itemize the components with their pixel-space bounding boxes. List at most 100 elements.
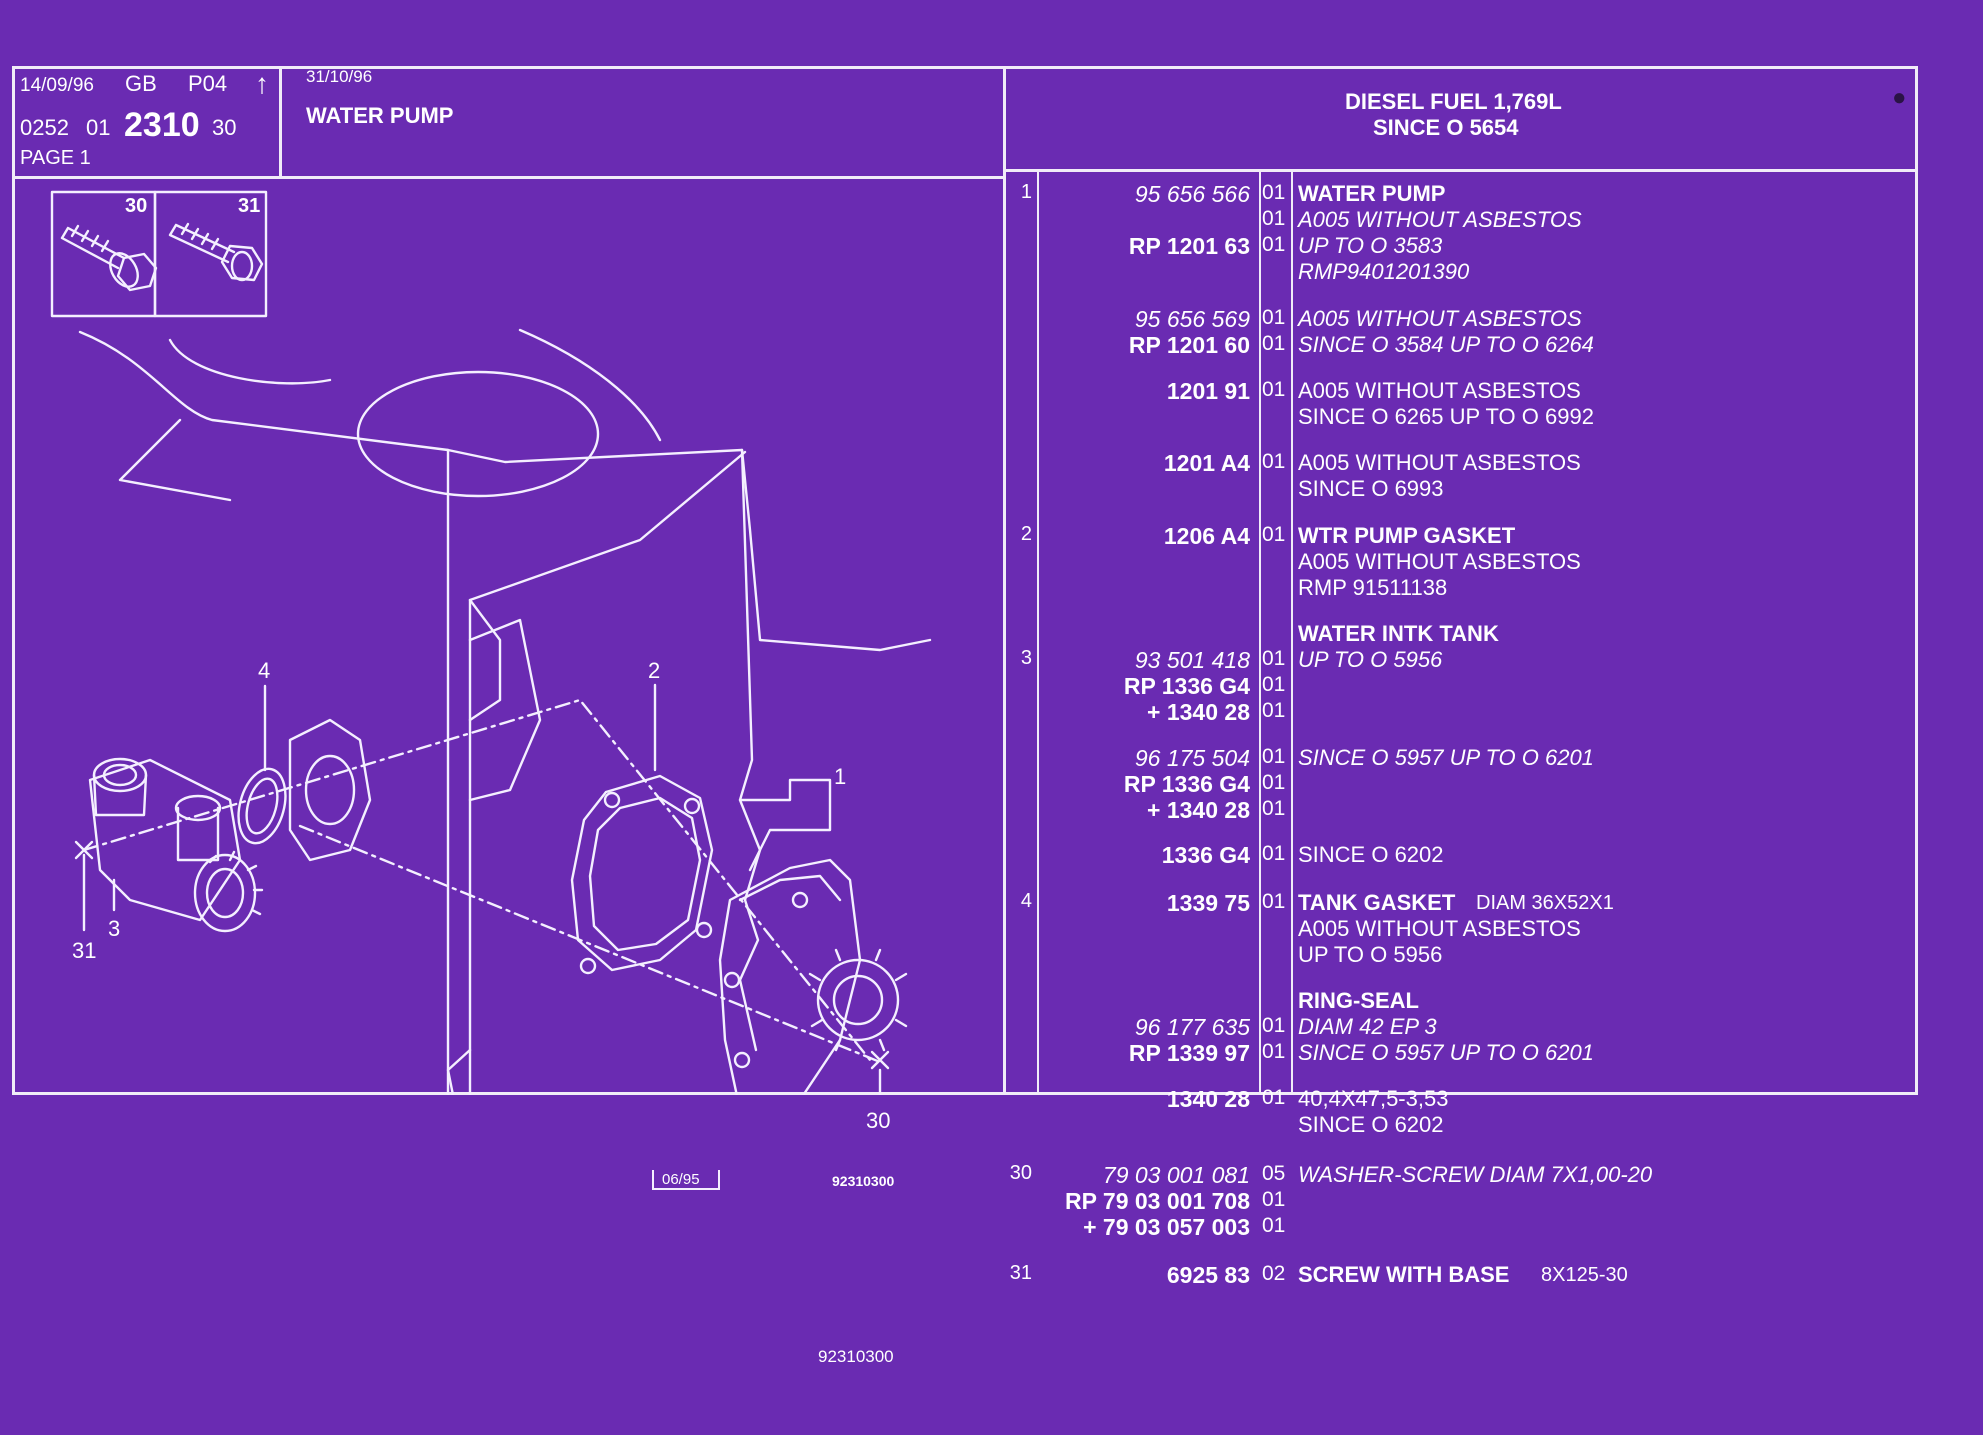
table-row: WATER INTK TANK	[0, 621, 1983, 647]
quantity: 01	[1262, 745, 1286, 768]
frame-bottom	[12, 1092, 1918, 1095]
quantity: 01	[1262, 181, 1286, 204]
part-description: SINCE O 5957 UP TO O 6201	[1298, 745, 1594, 770]
table-row: 01 A005 WITHOUT ASBESTOS	[0, 207, 1983, 233]
part-dimension: 8X125-30	[1541, 1264, 1628, 1286]
header-split	[279, 66, 282, 178]
part-description: WATER INTK TANK	[1298, 621, 1499, 646]
table-row: SINCE O 6202	[0, 1112, 1983, 1138]
date-stamp: 06/95	[662, 1171, 700, 1188]
header-ref-b: 01	[86, 115, 111, 140]
part-description: RING-SEAL	[1298, 988, 1419, 1013]
part-description: WATER PUMP	[1298, 181, 1446, 206]
table-row: + 1340 28 01	[0, 797, 1983, 823]
col-divider-3	[1291, 171, 1293, 1095]
date-stamp-box	[652, 1170, 720, 1190]
callout-31: 31	[72, 938, 97, 963]
part-description: A005 WITHOUT ASBESTOS	[1298, 207, 1582, 232]
footer-drawing-number: 92310300	[818, 1347, 894, 1366]
header-divider-left	[12, 176, 1003, 179]
center-divider	[1003, 66, 1006, 1095]
part-reference: 93 501 418	[1134, 647, 1250, 673]
item-number: 31	[1009, 1262, 1032, 1284]
part-reference: 1201 A4	[1163, 450, 1250, 476]
part-reference: RP 79 03 001 708	[1064, 1188, 1250, 1214]
table-row: RMP9401201390	[0, 259, 1983, 285]
table-row: 96 175 504 01 SINCE O 5957 UP TO O 6201	[0, 745, 1983, 771]
part-reference: RP 1201 60	[1128, 332, 1250, 358]
tank-gasket	[288, 718, 372, 862]
part-description: SINCE O 6202	[1298, 1112, 1444, 1137]
part-description: DIAM 42 EP 3	[1298, 1014, 1437, 1039]
quantity: 01	[1262, 306, 1286, 329]
ink-dot-icon: ●	[1892, 84, 1907, 111]
header-date: 14/09/96	[20, 75, 94, 96]
quantity: 01	[1262, 1040, 1286, 1063]
part-reference: 1336 G4	[1161, 842, 1250, 868]
item-number: 1	[1020, 181, 1032, 203]
header-ref-c: 30	[212, 115, 237, 140]
table-row: 1336 G4 01 SINCE O 6202	[0, 842, 1983, 868]
header-lang: GB	[125, 71, 157, 96]
part-reference: RP 1336 G4	[1123, 673, 1250, 699]
header-page-code: P04	[188, 71, 228, 96]
part-reference: + 1340 28	[1147, 797, 1250, 823]
quantity: 01	[1262, 647, 1286, 670]
engine-line1: DIESEL FUEL 1,769L	[1345, 89, 1562, 114]
quantity: 01	[1262, 890, 1286, 913]
bolt-30-icon	[60, 224, 158, 292]
table-row: SINCE O 6265 UP TO O 6992	[0, 404, 1983, 430]
part-reference: RP 1339 97	[1128, 1040, 1250, 1066]
frame-left	[12, 66, 15, 1095]
quantity: 01	[1262, 699, 1286, 722]
part-description: WTR PUMP GASKET	[1298, 523, 1516, 548]
part-description: SINCE O 5957 UP TO O 6201	[1298, 1040, 1594, 1065]
quantity: 01	[1262, 797, 1286, 820]
water-intake-tank-3	[88, 757, 264, 933]
quantity: 01	[1262, 207, 1286, 230]
part-description: SINCE O 6202	[1298, 842, 1444, 867]
header-arrow-icon: ↑	[255, 68, 269, 99]
part-reference: + 1340 28	[1147, 699, 1250, 725]
part-description: RMP 91511138	[1298, 575, 1448, 600]
part-description: A005 WITHOUT ASBESTOS	[1298, 306, 1582, 331]
part-description: A005 WITHOUT ASBESTOS	[1298, 916, 1581, 941]
part-reference: 79 03 001 081	[1102, 1162, 1250, 1188]
bolt-31-icon	[168, 222, 264, 282]
quantity: 01	[1262, 842, 1286, 865]
part-reference: 96 177 635	[1134, 1014, 1250, 1040]
header-date2: 31/10/96	[306, 67, 373, 86]
part-reference: 95 656 566	[1134, 181, 1250, 207]
table-row: RP 1339 97 01 SINCE O 5957 UP TO O 6201	[0, 1040, 1983, 1066]
part-reference: RP 1336 G4	[1123, 771, 1250, 797]
col-divider-2	[1259, 171, 1261, 1095]
header-page-label: PAGE 1	[20, 147, 91, 169]
frame-top	[12, 66, 1918, 69]
exploded-diagram	[50, 190, 1003, 1095]
quantity: 01	[1262, 1014, 1286, 1037]
quantity: 01	[1262, 523, 1286, 546]
callout-4: 4	[258, 658, 271, 683]
quantity: 01	[1262, 1214, 1286, 1237]
table-row: A005 WITHOUT ASBESTOS	[0, 549, 1983, 575]
callout-3: 3	[108, 916, 121, 941]
part-description: UP TO O 3583	[1298, 233, 1443, 258]
part-description: A005 WITHOUT ASBESTOS	[1298, 549, 1581, 574]
callout-1: 1	[834, 764, 847, 789]
quantity: 01	[1262, 332, 1286, 355]
ring-seal-4	[237, 767, 287, 845]
part-reference: 96 175 504	[1134, 745, 1250, 771]
part-description: TANK GASKET	[1298, 890, 1456, 915]
table-row: 1 95 656 566 01 WATER PUMP	[0, 181, 1983, 207]
